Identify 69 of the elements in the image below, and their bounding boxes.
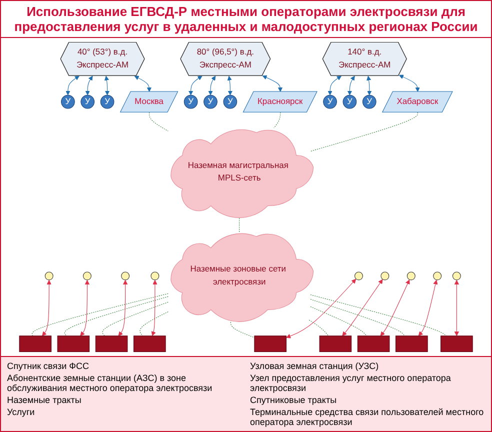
arrow: [398, 74, 420, 92]
legend-text: Узловая земная станция (УЗС): [250, 361, 380, 371]
arrow: [134, 76, 152, 92]
legend-text: Наземные тракты: [7, 395, 82, 405]
diagram-title: Использование ЕГВСД-Р местными операторами электросвязи для предоставления услуг в удаленных и малодоступных регионах России: [1, 1, 491, 38]
connector: [310, 306, 367, 336]
node-circle: У: [204, 94, 218, 109]
connector: [149, 112, 168, 132]
node-box: [134, 336, 166, 352]
node-circle: [150, 272, 160, 280]
connector: [274, 112, 281, 128]
arrow: [227, 76, 232, 96]
arrow: [366, 76, 372, 96]
node-box: [95, 336, 128, 352]
node-circle: [380, 272, 390, 280]
legend-text: Услуги: [7, 407, 36, 419]
node-circle: [433, 272, 442, 280]
node-circle: У: [80, 94, 95, 109]
node-circle: [452, 272, 461, 280]
arrow: [208, 76, 216, 96]
node-circle: [82, 272, 92, 280]
connector: [310, 294, 447, 336]
node-circle: У: [223, 94, 238, 109]
node-box: [19, 336, 52, 352]
arrow: [380, 280, 410, 336]
node-box: [319, 336, 352, 352]
connector: [308, 320, 329, 336]
node-circle: [44, 272, 54, 280]
arrow: [347, 76, 355, 96]
arrow: [286, 278, 356, 338]
node-circle: У: [323, 94, 337, 109]
connector: [64, 296, 168, 336]
connector: [230, 320, 255, 338]
connector: [310, 112, 418, 152]
node-circle: У: [362, 94, 376, 109]
arrow: [66, 76, 80, 96]
legend-text: Узел предоставления услуг местного оператора электросвязи: [250, 373, 452, 393]
node-circle: У: [184, 94, 198, 109]
node-circle: У: [342, 94, 357, 109]
arrow: [104, 76, 110, 96]
arrow: [188, 76, 202, 96]
arrow: [80, 280, 90, 336]
legend-text: Терминальные средства связи пользователей местного оператора электросвязи: [250, 407, 485, 427]
arrow: [418, 280, 438, 336]
node-circle: [121, 272, 130, 280]
arrow: [342, 279, 383, 336]
arrow: [262, 75, 283, 92]
arrow: [85, 76, 93, 96]
node-box: [57, 336, 90, 352]
connector: [140, 311, 168, 336]
connector: [310, 299, 406, 336]
arrow: [151, 280, 158, 336]
arrow: [118, 280, 128, 336]
node-box: [357, 336, 390, 352]
legend-text: Абонентские земные станции (АЗС) в зоне обслуживания местного оператора электросвязи: [7, 373, 214, 393]
arrow: [454, 280, 460, 336]
node-box: [440, 336, 473, 352]
legend-text: Спутник связи ФСС: [7, 361, 90, 371]
node-circle: У: [100, 94, 114, 109]
arrow: [42, 280, 52, 336]
legend-text: Спутниковые тракты: [250, 395, 338, 405]
node-box: [396, 336, 428, 352]
node-circle: У: [61, 94, 75, 109]
arrow: [328, 76, 342, 96]
node-circle: [406, 272, 416, 280]
node-circle: [354, 272, 363, 280]
connector: [102, 302, 168, 336]
node-box: [254, 336, 286, 352]
connector: [32, 293, 168, 336]
